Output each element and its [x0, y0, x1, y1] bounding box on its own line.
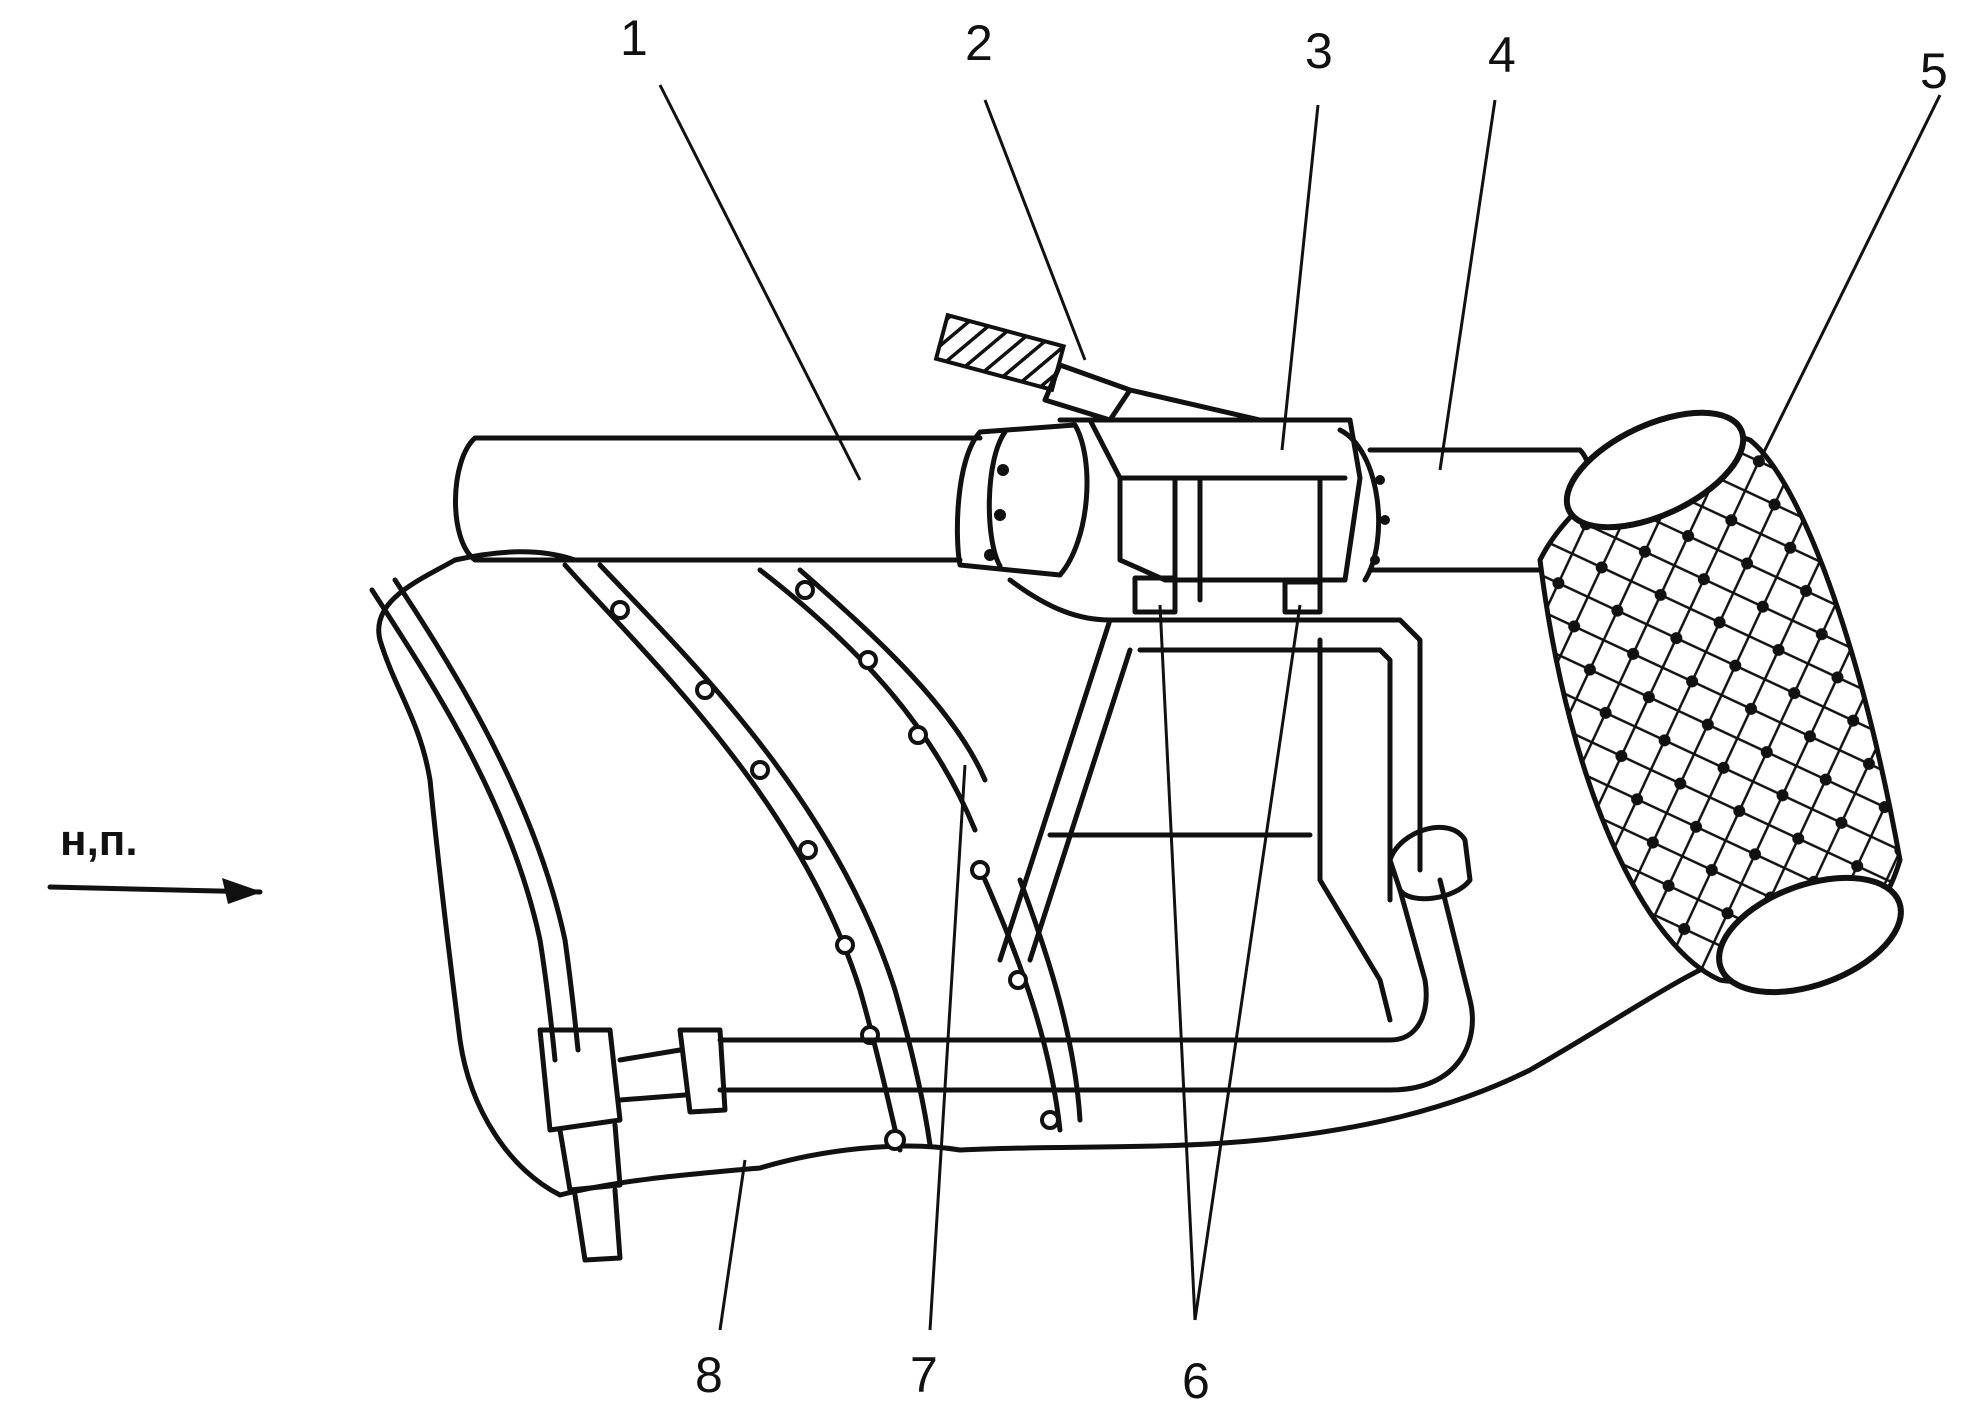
manifold-elbow: [1387, 824, 1473, 902]
callout-1: 1: [620, 10, 648, 66]
fitting-block: [537, 1027, 623, 1133]
fitting-stem: [557, 1122, 623, 1263]
callout-6: 6: [1182, 1353, 1210, 1409]
flow-arrow: [47, 884, 263, 895]
handle-2-shaft: [1042, 362, 1263, 423]
flange-bolts: [1370, 475, 1390, 565]
callout-5: 5: [1920, 43, 1948, 99]
flow-label: н,п.: [60, 816, 138, 865]
rib-left: [369, 587, 558, 1063]
rib-left-inner: [392, 577, 581, 1053]
valve-body-3: [1057, 417, 1363, 583]
callout-7: 7: [910, 1347, 938, 1403]
bracket-frame: [997, 577, 1423, 1023]
valve-body-3-front: [1117, 475, 1348, 603]
callout-3: 3: [1305, 23, 1333, 79]
pipe-1-coupling: [954, 422, 1090, 578]
rib-right-b: [797, 567, 988, 783]
callout-4: 4: [1488, 27, 1516, 83]
manifold-pipe: [717, 877, 1475, 1093]
pipe-1-coupling-ring: [986, 429, 1008, 569]
callout-2: 2: [965, 15, 993, 71]
rib-lower-a: [982, 877, 1063, 1133]
leader-lines: [658, 84, 1942, 1331]
stud-6-right: [1282, 579, 1323, 615]
flow-arrowhead: [222, 878, 262, 904]
hatched-handle-2: [933, 312, 1067, 393]
screen-filter-5: [1537, 409, 1904, 996]
coupling-bolts: [984, 464, 1009, 561]
callout-8: 8: [695, 1347, 723, 1403]
housing-outline: [376, 557, 1703, 1198]
pipe-1: [453, 435, 983, 563]
rib-right-a: [757, 567, 978, 833]
rib-holes: [610, 580, 1060, 1151]
fitting-nut: [617, 1027, 728, 1115]
stud-6-left: [1132, 575, 1178, 615]
